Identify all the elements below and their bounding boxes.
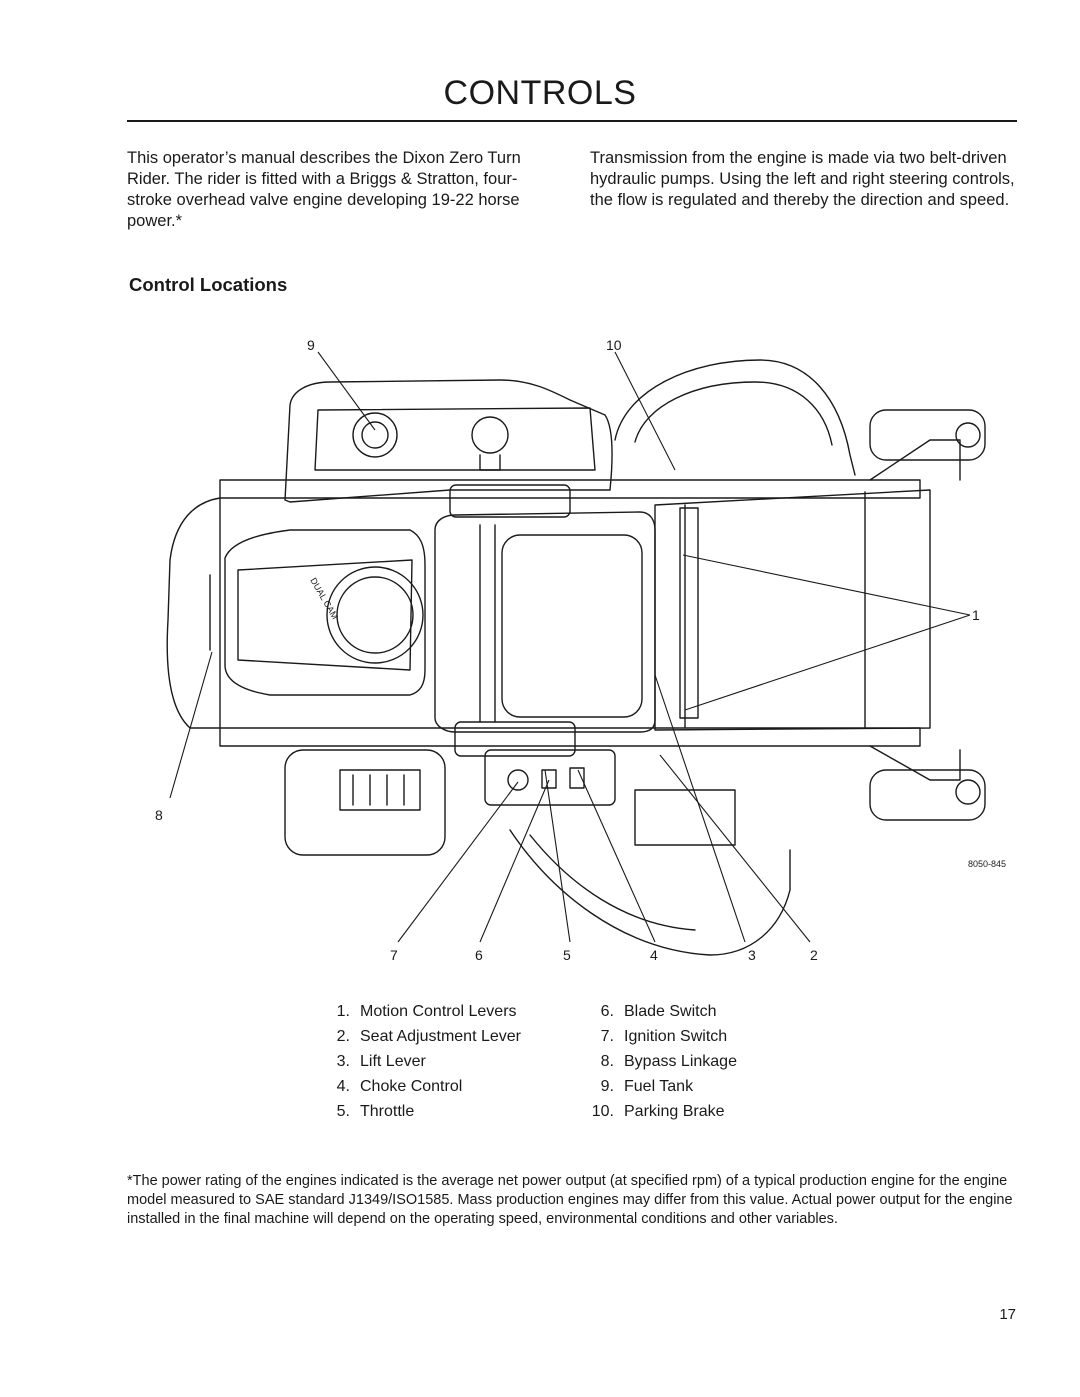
seat-adjust-bar bbox=[679, 507, 699, 719]
fuel-tank-outline bbox=[284, 379, 613, 503]
rear-wheel-bottom bbox=[284, 749, 446, 856]
engine-label: DUAL CAM bbox=[308, 576, 340, 621]
frame-bottom-rail bbox=[219, 727, 921, 747]
deck-bottom-outline bbox=[509, 829, 791, 956]
callout-7: 7 bbox=[390, 947, 398, 963]
callout-2: 2 bbox=[810, 947, 818, 963]
legend-item: 7.Ignition Switch bbox=[600, 1028, 728, 1045]
legend-list-left: 1.Motion Control Levers 2.Seat Adjustmen… bbox=[318, 999, 521, 1124]
power-rating-footnote: *The power rating of the engines indicat… bbox=[127, 1173, 1013, 1227]
engine-flywheel-outer bbox=[326, 566, 424, 664]
callout-3: 3 bbox=[748, 947, 756, 963]
legend-item: 5.Throttle bbox=[336, 1103, 415, 1120]
legend-item: 6.Blade Switch bbox=[600, 1003, 717, 1020]
legend-item: 10.Parking Brake bbox=[591, 1103, 725, 1120]
fuel-tank-top bbox=[314, 407, 596, 471]
tank-filler bbox=[471, 416, 509, 454]
callout-10: 10 bbox=[606, 337, 622, 353]
left-motion-lever bbox=[449, 484, 571, 518]
callout-8: 8 bbox=[155, 807, 163, 823]
seat-cushion bbox=[501, 534, 643, 718]
front-wheel-top bbox=[869, 409, 986, 461]
legend-item: 1.Motion Control Levers bbox=[336, 1003, 517, 1020]
legend-list-right: 6.Blade Switch 7.Ignition Switch 8.Bypas… bbox=[582, 999, 737, 1124]
control-panel bbox=[484, 749, 616, 806]
legend-item: 8.Bypass Linkage bbox=[600, 1053, 737, 1070]
deck-top-inner bbox=[634, 381, 833, 446]
battery-cells bbox=[352, 774, 405, 806]
seat-back bbox=[479, 524, 496, 723]
engine-flywheel-inner bbox=[336, 576, 414, 654]
deck-bottom-inner bbox=[529, 834, 696, 931]
callout-6: 6 bbox=[475, 947, 483, 963]
callout-leaders bbox=[169, 351, 971, 943]
front-caster-bottom bbox=[955, 779, 981, 805]
mower-diagram: 9 10 1 8 7 6 5 4 3 2 8050-845 DUAL CAM bbox=[150, 330, 1030, 970]
page-number: 17 bbox=[999, 1306, 1016, 1323]
figure-id: 8050-845 bbox=[968, 859, 1006, 869]
front-wheel-bottom bbox=[869, 769, 986, 821]
callout-1: 1 bbox=[972, 607, 980, 623]
front-caster-top bbox=[955, 422, 981, 448]
mower-diagram-svg: 9 10 1 8 7 6 5 4 3 2 8050-845 DUAL CAM bbox=[155, 337, 1006, 963]
intro-right-paragraph: Transmission from the engine is made via… bbox=[590, 149, 1015, 209]
title-rule bbox=[127, 120, 1017, 122]
seat-outline bbox=[434, 511, 656, 733]
footrest-rails bbox=[684, 491, 866, 729]
engine-deck-rear bbox=[166, 497, 221, 729]
legend-item: 3.Lift Lever bbox=[336, 1053, 426, 1070]
lift-lever-bracket bbox=[634, 789, 736, 846]
section-title: Control Locations bbox=[129, 274, 288, 295]
tank-neck bbox=[479, 454, 501, 471]
legend-item: 4.Choke Control bbox=[336, 1078, 463, 1095]
engine-shroud-inner bbox=[237, 559, 413, 671]
legend-item: 9.Fuel Tank bbox=[600, 1078, 694, 1095]
front-axle-lower bbox=[869, 745, 961, 781]
callout-9: 9 bbox=[307, 337, 315, 353]
page-title: CONTROLS bbox=[443, 74, 637, 112]
fuel-cap-outer bbox=[352, 412, 398, 458]
right-motion-lever bbox=[454, 721, 576, 757]
ignition-key-switch bbox=[507, 769, 529, 791]
choke-knob bbox=[569, 767, 585, 789]
footrest-frame bbox=[654, 489, 931, 731]
callout-5: 5 bbox=[563, 947, 571, 963]
blade-switch-knob bbox=[541, 769, 557, 789]
battery bbox=[339, 769, 421, 811]
deck-top-outline bbox=[614, 359, 856, 476]
fuel-cap-inner bbox=[361, 421, 389, 449]
engine-shroud bbox=[224, 529, 426, 696]
intro-left-paragraph: This operator’s manual describes the Dix… bbox=[127, 149, 521, 230]
legend-item: 2.Seat Adjustment Lever bbox=[336, 1028, 521, 1045]
callout-4: 4 bbox=[650, 947, 658, 963]
